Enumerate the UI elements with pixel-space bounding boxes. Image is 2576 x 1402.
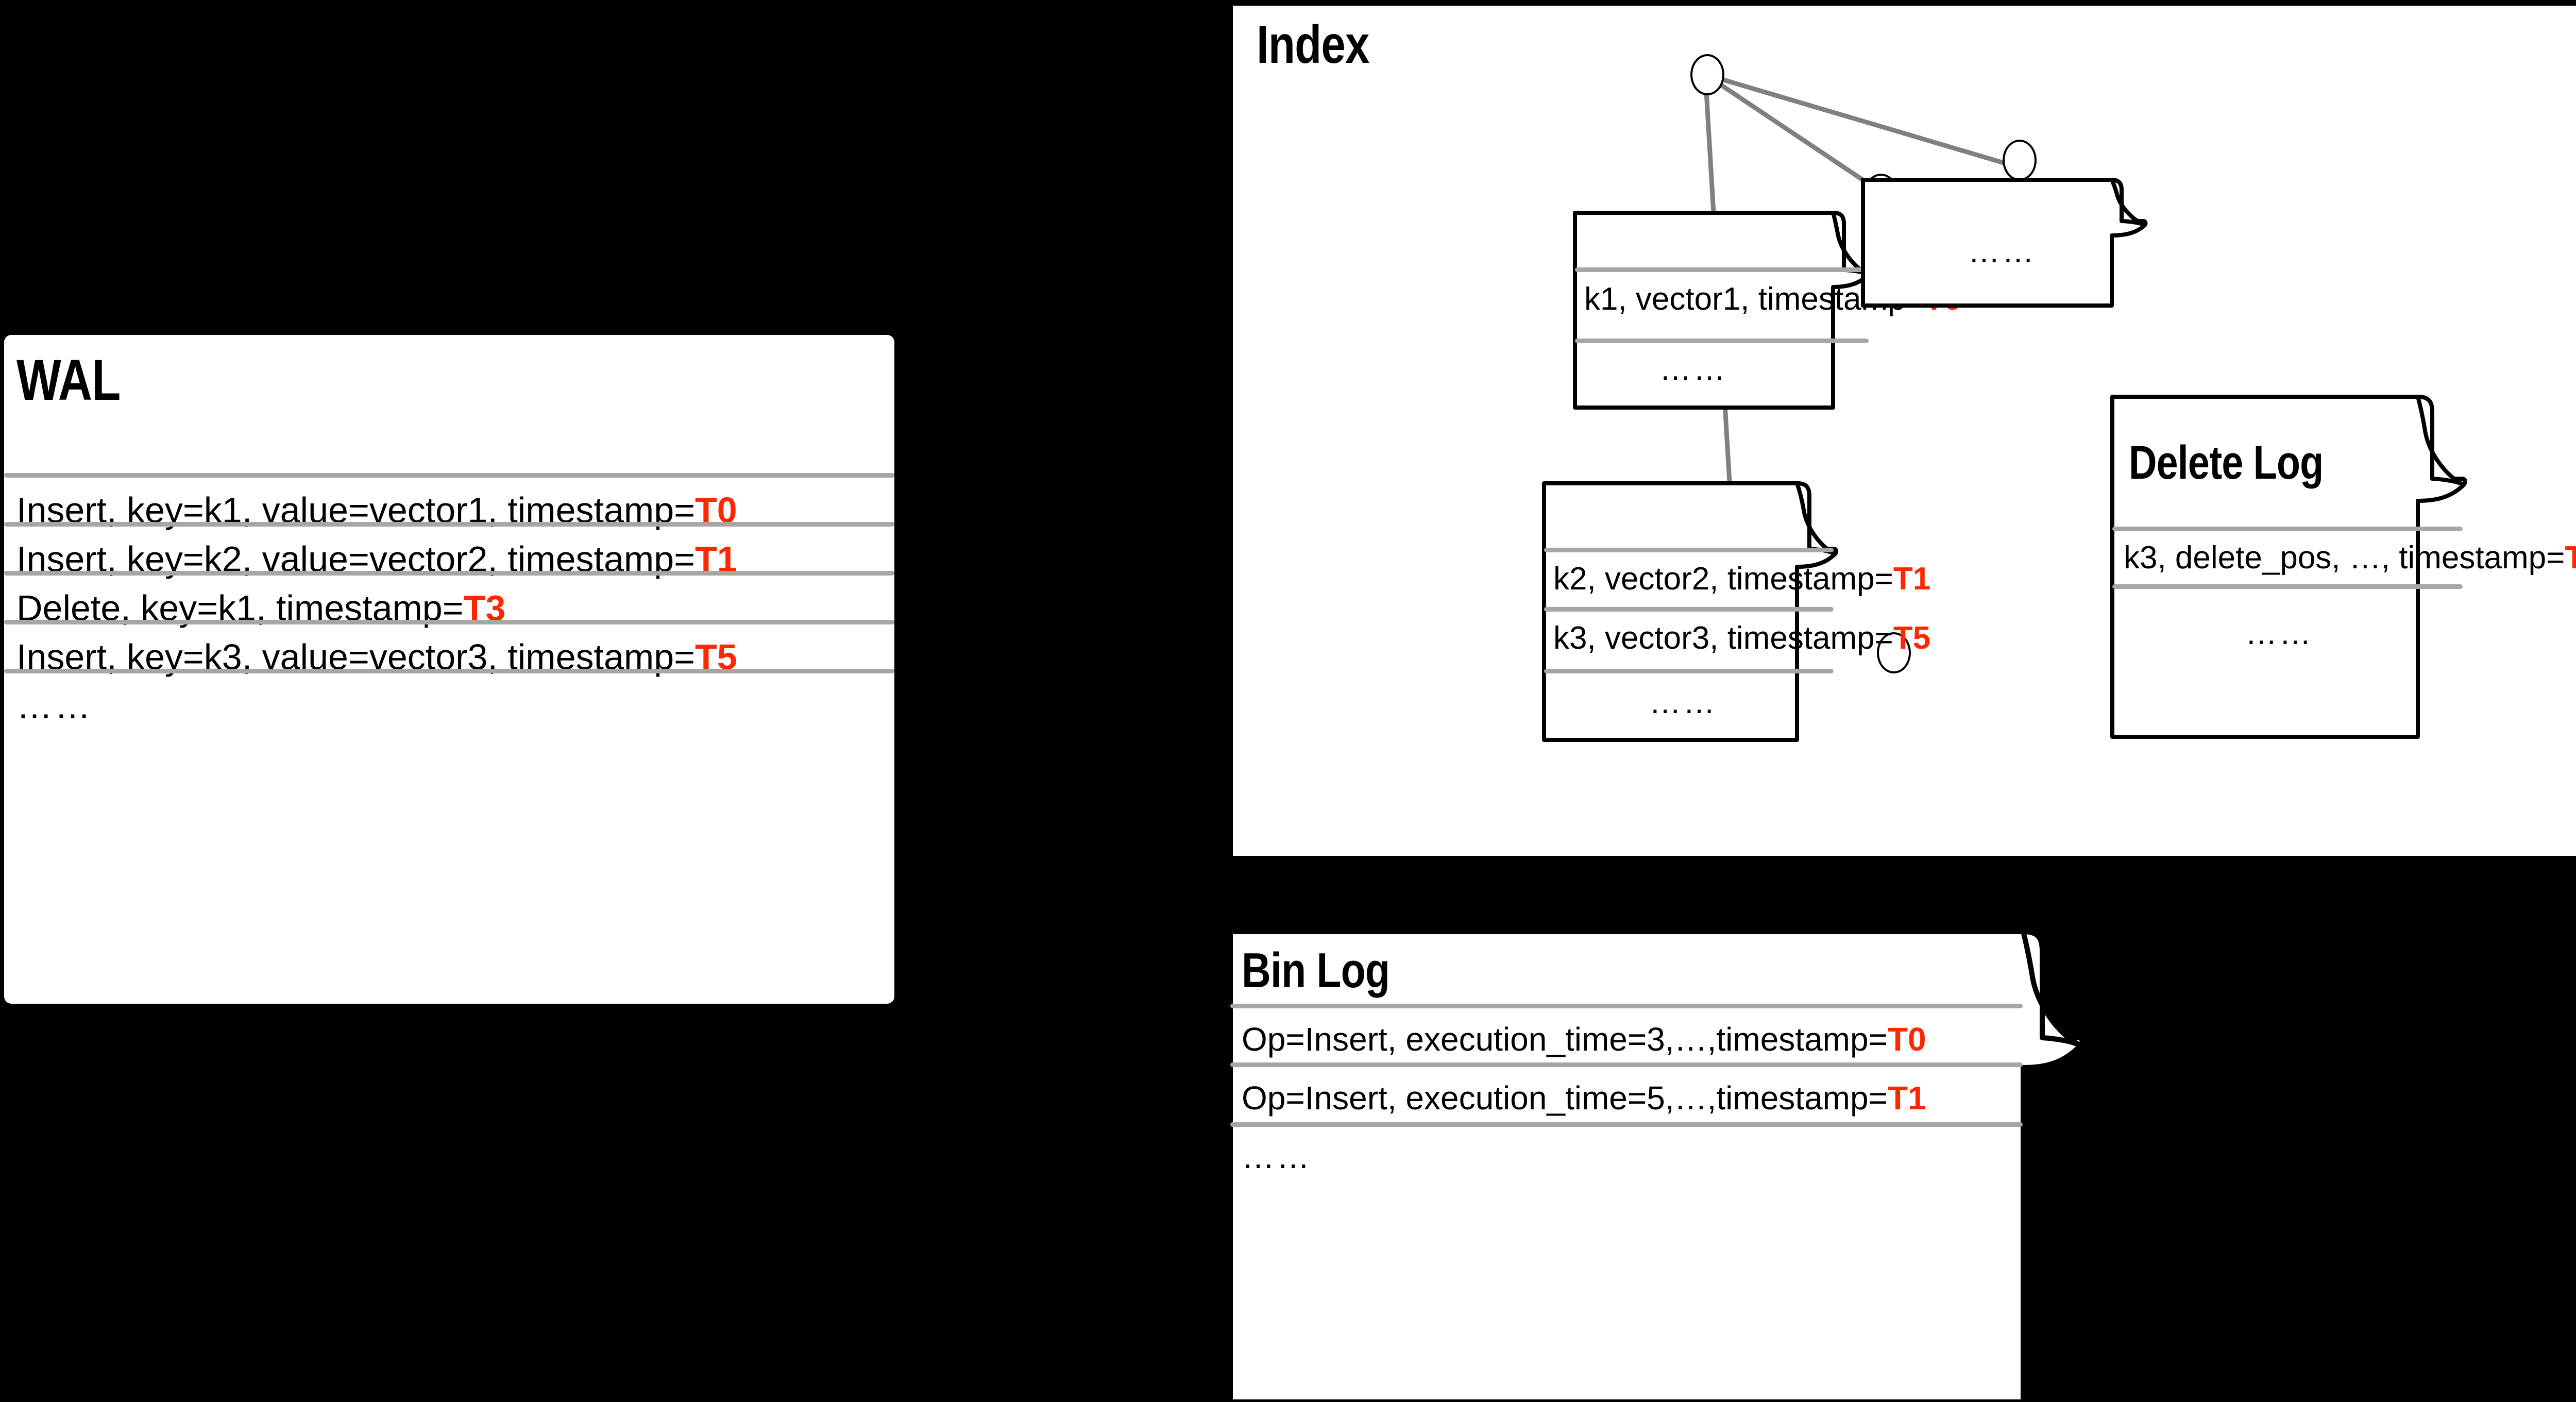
- bin-log-row-1: Op=Insert, execution_time=3,…,timestamp=…: [1242, 1020, 1926, 1058]
- wal-panel: WAL Insert, key=k1, value=vector1, times…: [4, 335, 894, 1004]
- leaf-card-k1-ellipsis: ……: [1659, 351, 1727, 387]
- bin-log-row-2: Op=Insert, execution_time=5,…,timestamp=…: [1242, 1079, 1926, 1117]
- tree-root-node[interactable]: [1690, 54, 1724, 95]
- leaf-card-k2-k3-row-1: k2, vector2, timestamp=T1: [1553, 561, 1930, 597]
- delete-log-card-shape: [2110, 395, 2467, 739]
- bin-log-separator: [1230, 1004, 2023, 1008]
- wal-separator: [4, 473, 894, 478]
- leaf-card-k2-k3-ellipsis: ……: [1649, 685, 1717, 720]
- leaf-card-k2-k3-row-1-timestamp: T1: [1893, 561, 1931, 597]
- bin-log-row-2-timestamp: T1: [1887, 1079, 1926, 1117]
- tree-child-node-middle[interactable]: [1877, 632, 1911, 673]
- leaf-card-k1-separator: [1575, 339, 1869, 343]
- wal-separator: [4, 669, 894, 673]
- leaf-card-k1: k1, vector1, timestamp=T0 ……: [1573, 209, 1961, 410]
- leaf-card-k1-separator: [1575, 267, 1869, 272]
- leaf-card-k2-k3-separator: [1544, 548, 1834, 552]
- wal-separator: [4, 620, 894, 624]
- wal-separator: [4, 571, 894, 576]
- delete-log-row-1-text: k3, delete_pos, …, timestamp=: [2124, 540, 2565, 576]
- wal-separator: [4, 522, 894, 527]
- bin-log-row-1-timestamp: T0: [1887, 1021, 1926, 1058]
- tree-child-node-right[interactable]: [2003, 140, 2037, 181]
- delete-log-card: Delete Log k3, delete_pos, …, timestamp=…: [2110, 393, 2576, 739]
- leaf-card-k2-k3-row-2-text: k3, vector3, timestamp=: [1553, 620, 1893, 656]
- leaf-card-k2-k3-body: k2, vector2, timestamp=T1 k3, vector3, t…: [1542, 479, 1930, 742]
- leaf-card-k2-k3-row-1-text: k2, vector2, timestamp=: [1553, 561, 1893, 597]
- leaf-card-empty: ……: [1861, 176, 2149, 308]
- bin-log-title: Bin Log: [1242, 943, 1390, 998]
- bin-log-ellipsis: ……: [1242, 1138, 1312, 1175]
- bin-log-row-2-text: Op=Insert, execution_time=5,…,timestamp=: [1242, 1079, 1888, 1117]
- bin-log-card: Bin Log Op=Insert, execution_time=3,…,ti…: [1228, 927, 2225, 1402]
- leaf-card-empty-shape: [1861, 178, 2148, 308]
- leaf-card-k2-k3-row-2: k3, vector3, timestamp=T5: [1553, 620, 1930, 656]
- bin-log-card-shape: [1228, 929, 2085, 1402]
- bin-log-separator: [1230, 1062, 2023, 1067]
- bin-log-separator: [1230, 1122, 2023, 1127]
- delete-log-separator: [2112, 584, 2463, 589]
- index-title: Index: [1257, 15, 1369, 75]
- leaf-card-k2-k3-row-2-timestamp: T5: [1893, 620, 1931, 656]
- delete-log-row-1-timestamp: T3: [2565, 540, 2576, 576]
- leaf-card-k2-k3-separator: [1544, 607, 1834, 612]
- wal-title: WAL: [16, 348, 121, 412]
- leaf-card-empty-ellipsis: ……: [1968, 234, 2036, 269]
- tree-edge-root-right: [1704, 72, 2019, 170]
- index-panel: Index k1, vector1, timestamp=T0 …… ……: [1233, 6, 2576, 856]
- delete-log-ellipsis: ……: [2245, 616, 2313, 651]
- tree-edge-root-left: [1704, 72, 1882, 194]
- delete-log-row-1: k3, delete_pos, …, timestamp=T3: [2124, 539, 2576, 576]
- bin-log-row-1-text: Op=Insert, execution_time=3,…,timestamp=: [1242, 1021, 1888, 1058]
- delete-log-title: Delete Log: [2129, 436, 2324, 489]
- leaf-card-k2-k3-shape: [1542, 481, 1839, 742]
- delete-log-separator: [2112, 527, 2463, 531]
- leaf-card-k2-k3-separator: [1544, 669, 1834, 673]
- wal-ellipsis: ……: [16, 686, 93, 726]
